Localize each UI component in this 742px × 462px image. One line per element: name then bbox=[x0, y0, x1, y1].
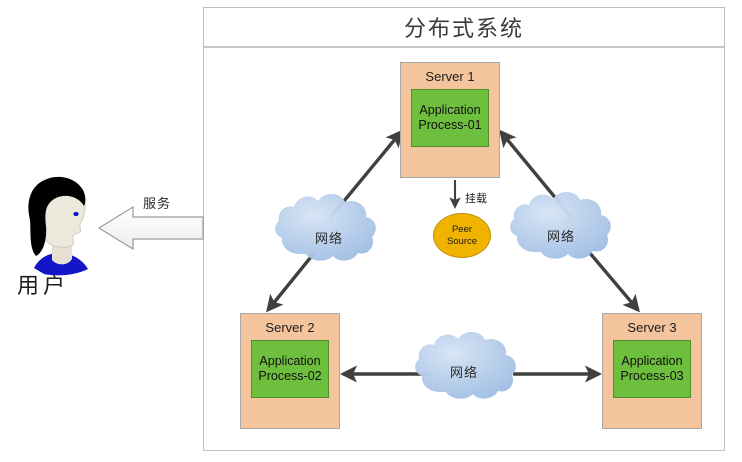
peer-source-node[interactable]: Peer Source bbox=[433, 213, 491, 258]
server-2-label: Server 2 bbox=[265, 320, 315, 335]
server-2-node[interactable]: Server 2 Application Process-02 bbox=[240, 313, 340, 429]
server-1-label: Server 1 bbox=[425, 69, 475, 84]
server-2-process-box[interactable]: Application Process-02 bbox=[251, 340, 329, 398]
service-flow-label: 服务 bbox=[143, 197, 172, 212]
panel-header: 分布式系统 bbox=[203, 7, 725, 48]
server-1-process-box[interactable]: Application Process-01 bbox=[411, 89, 489, 147]
server-3-node[interactable]: Server 3 Application Process-03 bbox=[602, 313, 702, 429]
server-2-process-line1: Application bbox=[259, 354, 321, 369]
server-2-process-line2: Process-02 bbox=[258, 369, 322, 383]
server-1-process-line2: Process-01 bbox=[418, 118, 482, 132]
user-label: 用户 bbox=[17, 274, 70, 299]
server-3-process-line1: Application bbox=[621, 354, 683, 369]
page-title: 分布式系统 bbox=[403, 16, 524, 42]
cloud-right-label: 网络 bbox=[547, 230, 576, 245]
peer-source-line1: Peer bbox=[451, 224, 473, 236]
mount-edge-label: 挂载 bbox=[465, 192, 487, 205]
server-1-node[interactable]: Server 1 Application Process-01 bbox=[400, 62, 500, 178]
server-1-process-line1: Application bbox=[419, 103, 481, 118]
user-avatar-icon bbox=[28, 176, 88, 276]
server-3-process-line2: Process-03 bbox=[620, 369, 684, 383]
cloud-bottom-label: 网络 bbox=[450, 366, 479, 381]
server-3-label: Server 3 bbox=[627, 320, 677, 335]
server-3-process-box[interactable]: Application Process-03 bbox=[613, 340, 691, 398]
cloud-left-label: 网络 bbox=[315, 232, 344, 247]
peer-source-line2: Source bbox=[446, 235, 478, 247]
service-block-arrow bbox=[98, 206, 204, 250]
